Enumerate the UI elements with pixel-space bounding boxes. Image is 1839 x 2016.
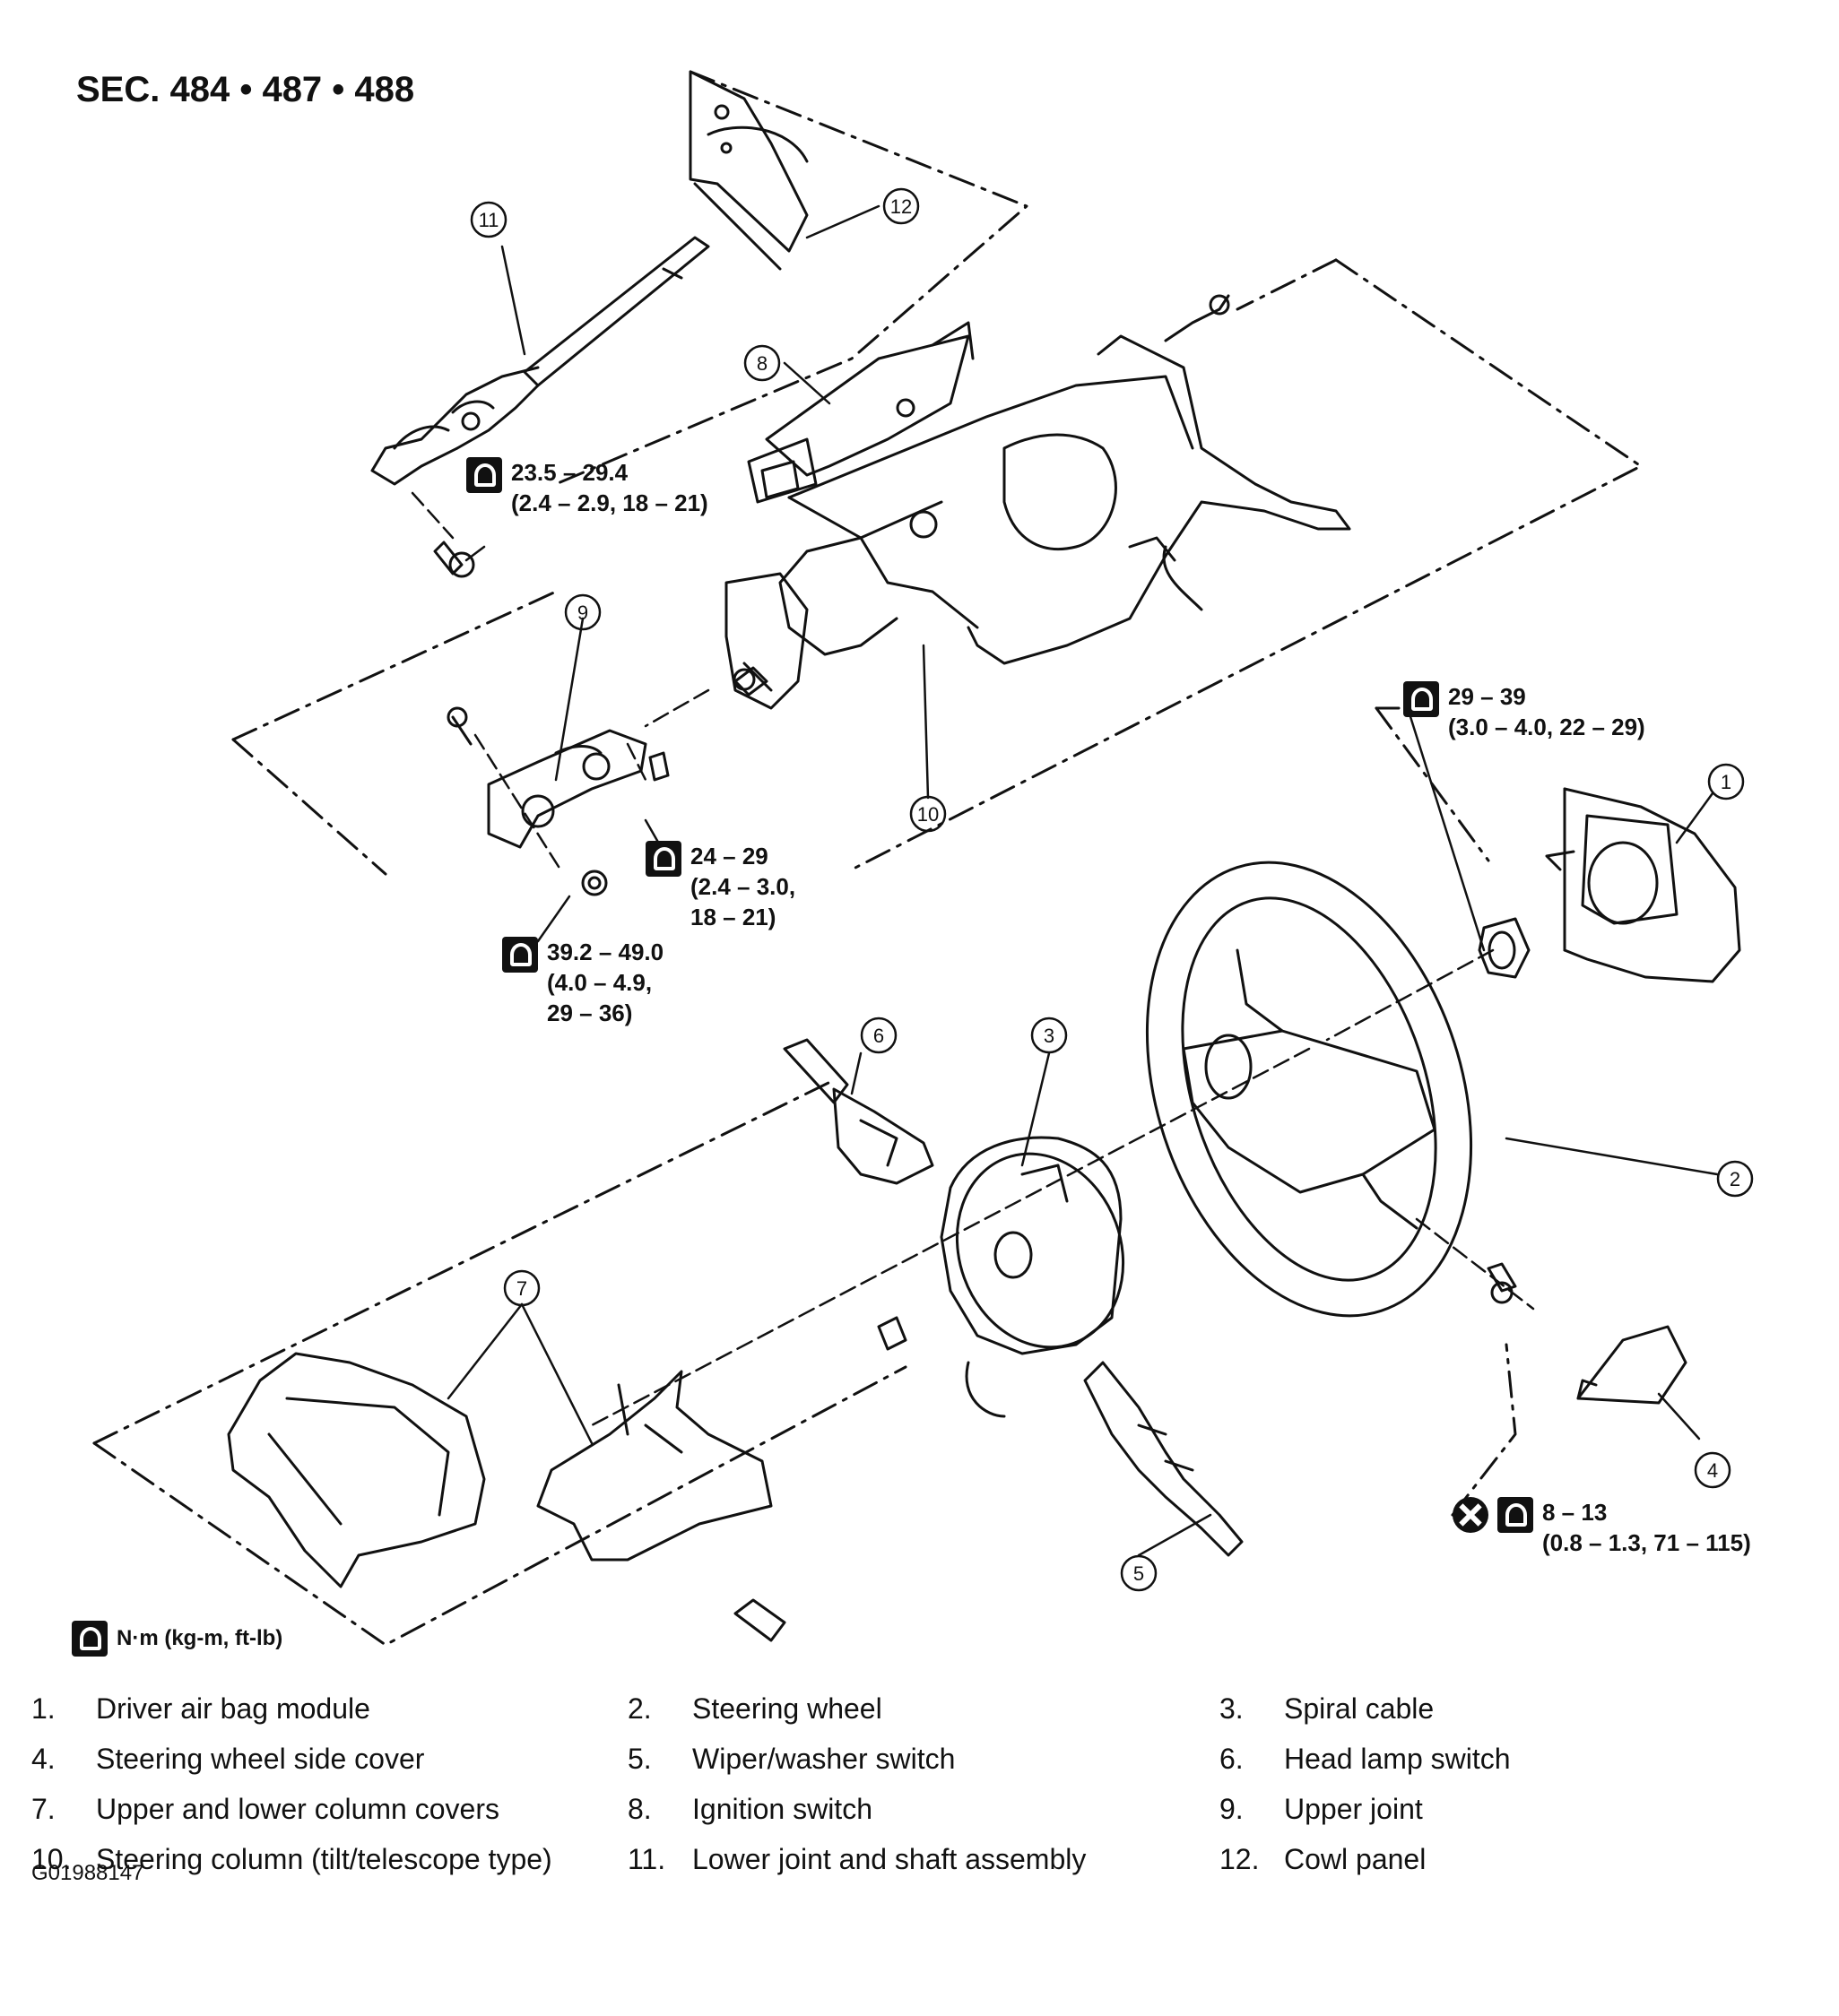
cowl-panel <box>689 70 809 271</box>
callout-9-label: 9 <box>577 601 588 624</box>
callout-12 <box>882 187 920 225</box>
driver-air-bag-module <box>1545 787 1741 983</box>
torque-spec-lower-joint: 23.5 – 29.4 (2.4 – 2.9, 18 – 21) <box>466 457 708 518</box>
torque-conversion: (2.4 – 3.0, <box>690 873 796 900</box>
legend-item: 5.Wiper/washer switch <box>628 1743 956 1775</box>
legend-item: 4.Steering wheel side cover <box>31 1743 425 1775</box>
torque-conversion-cont: 18 – 21) <box>690 904 776 930</box>
torque-spec-steering-wheel-bolt: 8 – 13 (0.8 – 1.3, 71 – 115) <box>1453 1497 1751 1558</box>
callout-11-label: 11 <box>479 209 499 231</box>
steering-wheel <box>1145 861 1473 1318</box>
torque-conversion-cont: 29 – 36) <box>547 999 633 1026</box>
torque-wrench-icon <box>646 841 681 877</box>
legend-item: 1.Driver air bag module <box>31 1692 370 1725</box>
callout-7-label: 7 <box>516 1277 527 1300</box>
torque-spec-air-bag-nut: 29 – 39 (3.0 – 4.0, 22 – 29) <box>1403 681 1645 742</box>
section-title: SEC. 484 • 487 • 488 <box>76 70 415 109</box>
legend-item: 12.Cowl panel <box>1219 1843 1427 1875</box>
callout-3 <box>1030 1017 1068 1054</box>
spiral-cable <box>877 1136 1125 1418</box>
torque-conversion: (0.8 – 1.3, 71 – 115) <box>1542 1529 1751 1556</box>
legend-item: 9.Upper joint <box>1219 1793 1423 1825</box>
callout-2-label: 2 <box>1730 1168 1740 1190</box>
callout-8-label: 8 <box>757 352 768 375</box>
callout-10-label: 10 <box>917 803 939 826</box>
legend-item: 2.Steering wheel <box>628 1692 882 1725</box>
units-label: N·m (kg-m, ft-lb) <box>117 1626 283 1650</box>
lower-joint-shaft-assembly <box>370 236 710 578</box>
steering-wheel-bolt <box>1487 1262 1517 1304</box>
callout-6-label: 6 <box>873 1025 884 1047</box>
callout-circles <box>470 187 1754 1592</box>
head-lamp-switch <box>783 1038 934 1185</box>
callout-1 <box>1707 763 1745 800</box>
steering-wheel-side-cover <box>1576 1325 1687 1405</box>
legend-item: 3.Spiral cable <box>1219 1692 1435 1725</box>
legend-item: 11.Lower joint and shaft assembly <box>628 1843 1087 1875</box>
wiper-washer-switch <box>1083 1361 1244 1557</box>
callout-5 <box>1120 1554 1158 1592</box>
callout-1-label: 1 <box>1721 771 1731 793</box>
figure-id: G01988147 <box>31 1861 144 1885</box>
do-not-reuse-icon <box>1453 1497 1488 1533</box>
legend-item: 8.Ignition switch <box>628 1793 872 1825</box>
assembly-frame-lower <box>92 706 1517 1647</box>
torque-value: 8 – 13 <box>1542 1499 1608 1526</box>
callout-7 <box>503 1269 541 1307</box>
torque-conversion: (3.0 – 4.0, 22 – 29) <box>1448 714 1645 740</box>
legend-item: 6.Head lamp switch <box>1219 1743 1511 1775</box>
torque-conversion: (2.4 – 2.9, 18 – 21) <box>511 489 708 516</box>
legend-item: 7.Upper and lower column covers <box>31 1793 499 1825</box>
callout-2 <box>1716 1160 1754 1198</box>
torque-wrench-icon <box>466 457 502 493</box>
torque-wrench-icon <box>1497 1497 1533 1533</box>
torque-wrench-icon <box>1403 681 1439 717</box>
callout-6 <box>860 1017 898 1054</box>
torque-value: 39.2 – 49.0 <box>547 939 664 965</box>
torque-spec-upper-joint-nut: 39.2 – 49.0 (4.0 – 4.9, 29 – 36) <box>502 937 664 1028</box>
callout-3-label: 3 <box>1044 1025 1054 1047</box>
callout-5-label: 5 <box>1133 1562 1144 1585</box>
assembly-frame-upper <box>231 70 1643 876</box>
callout-12-label: 12 <box>890 195 912 218</box>
steering-column <box>724 294 1351 710</box>
axis-centerlines <box>411 491 1535 1427</box>
torque-conversion: (4.0 – 4.9, <box>547 969 653 996</box>
leader-lines <box>447 204 1719 1557</box>
torque-value: 23.5 – 29.4 <box>511 459 629 486</box>
callout-10 <box>909 795 947 833</box>
upper-column-cover <box>227 1352 486 1588</box>
callout-4 <box>1694 1451 1731 1489</box>
torque-wrench-icon <box>72 1621 108 1657</box>
callout-8 <box>743 344 781 382</box>
callout-4-label: 4 <box>1707 1459 1718 1482</box>
ignition-switch <box>747 321 975 504</box>
torque-spec-upper-joint-bolt: 24 – 29 (2.4 – 3.0, 18 – 21) <box>646 841 795 932</box>
callout-9 <box>564 593 602 631</box>
torque-wrench-icon <box>502 937 538 973</box>
air-bag-nut <box>1478 917 1531 979</box>
lower-column-cover <box>536 1370 786 1642</box>
torque-value: 29 – 39 <box>1448 683 1526 710</box>
torque-units-note: N·m (kg-m, ft-lb) <box>72 1621 282 1657</box>
legend-item: 10.Steering column (tilt/telescope type) <box>31 1843 552 1875</box>
torque-value: 24 – 29 <box>690 843 768 870</box>
callout-11 <box>470 201 507 238</box>
